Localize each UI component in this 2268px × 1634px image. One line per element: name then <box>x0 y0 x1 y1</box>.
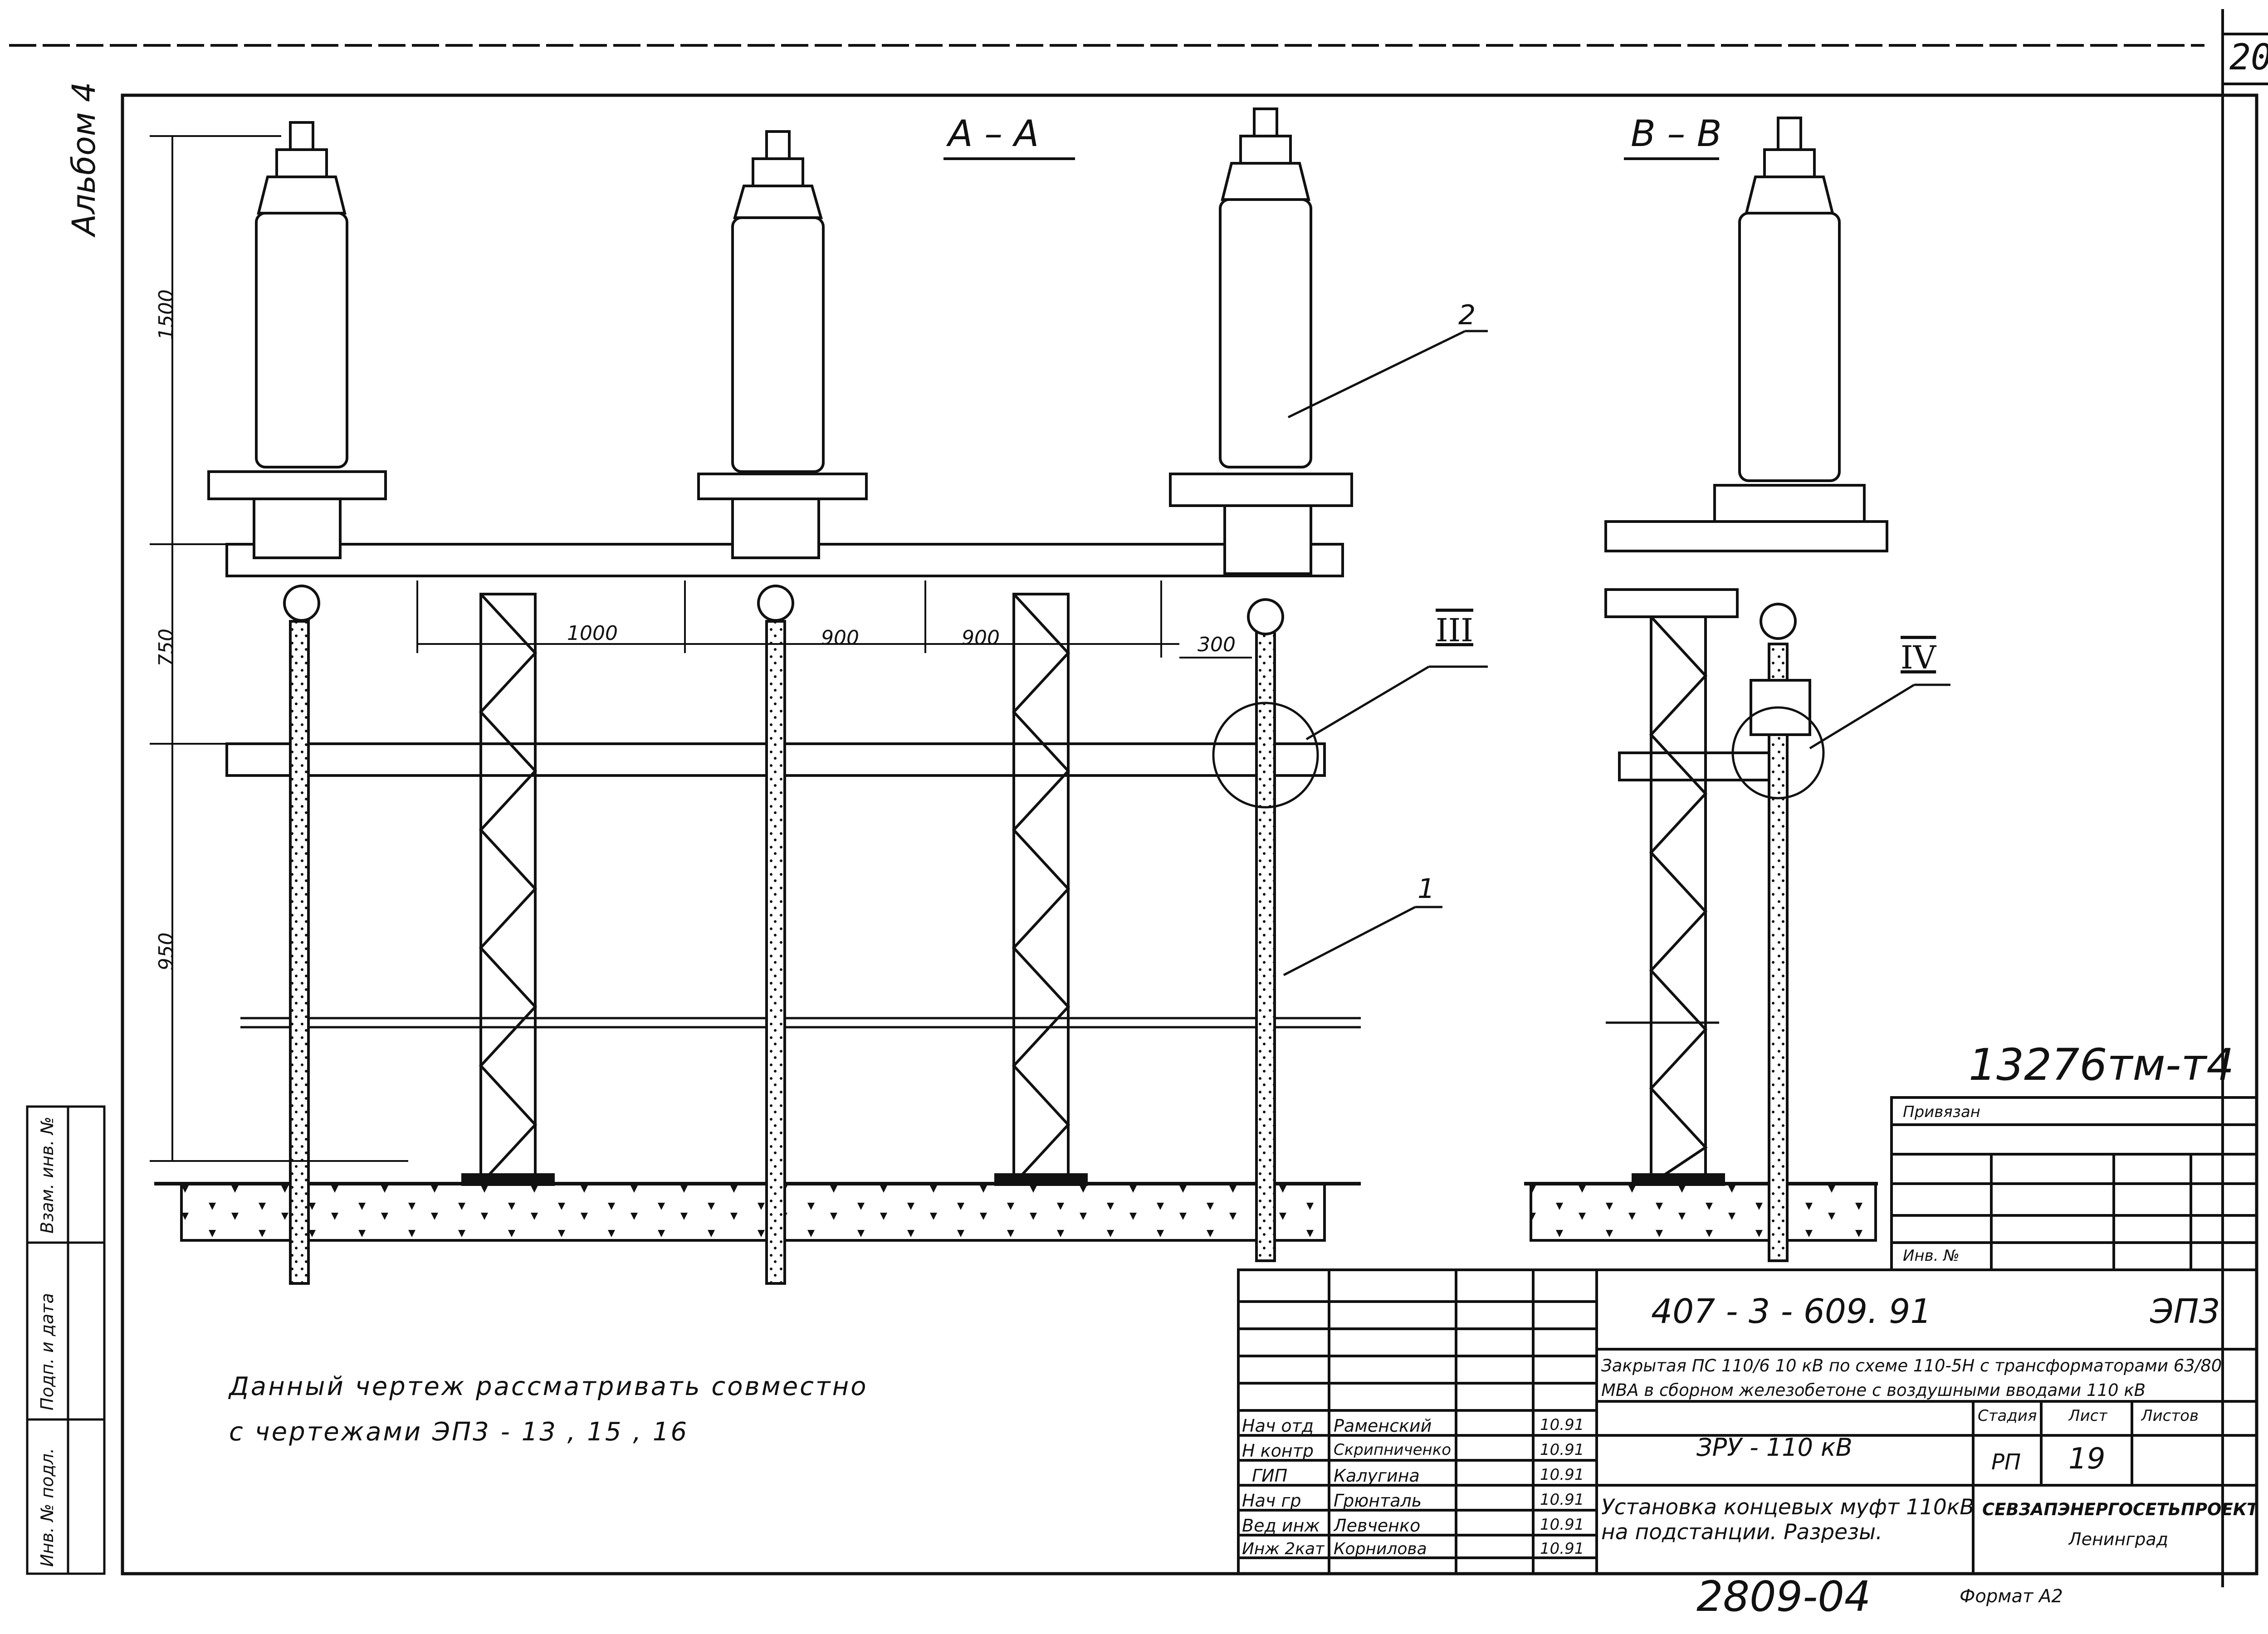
binding-title: Привязан <box>1903 1104 1980 1120</box>
sig-name: Скрипниченко <box>1334 1442 1452 1458</box>
floor-slab <box>154 1182 1878 1242</box>
project-title: Закрытая ПС 110/6 10 кВ по схеме 110-5Н … <box>1601 1356 2222 1400</box>
callout-node-4: IV <box>1901 639 1936 676</box>
object-name: ЗРУ - 110 кВ <box>1696 1435 1853 1460</box>
sig-role: Нач гр <box>1242 1492 1301 1509</box>
dim-750: 750 <box>155 629 178 667</box>
side-replace-inv: Взам. инв. № <box>37 1116 57 1234</box>
steel-beam <box>225 520 1888 1029</box>
dim-900-b: 900 <box>962 626 1000 649</box>
sig-role: ГИП <box>1252 1467 1288 1484</box>
sig-date: 10.91 <box>1540 1517 1584 1532</box>
sig-name: Грюнталь <box>1334 1492 1422 1509</box>
title-block-frame <box>1237 1268 2258 1575</box>
dimension-lines <box>150 135 1252 1162</box>
drawing-title-1: Установка концевых муфт 110кВ <box>1601 1497 1975 1518</box>
binding-inv-label: Инв. № <box>1903 1248 1960 1263</box>
binding-block-frame <box>1890 1096 2258 1271</box>
format-label: Формат А2 <box>1960 1586 2063 1607</box>
sig-name: Раменский <box>1334 1417 1432 1434</box>
side-sign-date: Подп. и дата <box>37 1293 57 1410</box>
sig-date: 10.91 <box>1540 1417 1584 1433</box>
note-line-1: Данный чертеж рассматривать совместно <box>229 1372 868 1401</box>
sig-role: Нач отд <box>1242 1417 1314 1434</box>
dim-900-a: 900 <box>821 626 859 649</box>
sheets-label: Листов <box>2141 1408 2199 1424</box>
bottom-number: 2809-04 <box>1696 1572 1871 1621</box>
doc-code: 407 - 3 - 609. 91 <box>1651 1295 1932 1328</box>
note-line-2: с чертежами ЭП3 - 13 , 15 , 16 <box>229 1417 689 1447</box>
sig-name: Корнилова <box>1334 1541 1427 1557</box>
detail-callouts <box>943 157 1950 976</box>
sig-role: Вед инж <box>1242 1517 1320 1534</box>
callout-1: 1 <box>1418 873 1435 905</box>
stage-value: РП <box>1991 1451 2021 1473</box>
sheet-value: 19 <box>2068 1444 2106 1473</box>
sig-date: 10.91 <box>1540 1492 1584 1507</box>
sig-name: Калугина <box>1334 1467 1420 1484</box>
org-city: Ленинград <box>2068 1531 2168 1548</box>
album-label: Альбом 4 <box>65 82 103 236</box>
dim-1000: 1000 <box>567 622 618 645</box>
cable-termination <box>207 107 1866 736</box>
dim-300: 300 <box>1198 633 1236 656</box>
org-name: СЕВЗАПЭНЕРГОСЕТЬПРОЕКТ <box>1982 1501 2258 1518</box>
sig-role: Н контр <box>1242 1442 1314 1459</box>
dim-950: 950 <box>155 932 178 971</box>
callout-2: 2 <box>1458 299 1476 331</box>
sig-date: 10.91 <box>1540 1442 1584 1458</box>
stage-label: Стадия <box>1978 1408 2037 1424</box>
section-b-title: В – В <box>1631 112 1722 155</box>
callout-node-3: III <box>1436 612 1473 649</box>
section-a-title: А – А <box>948 112 1039 155</box>
lattice-column <box>461 593 1725 1186</box>
sig-role: Инж 2кат <box>1242 1541 1325 1557</box>
sig-date: 10.91 <box>1540 1467 1584 1483</box>
sheet-label: Лист <box>2068 1408 2108 1424</box>
side-inv-orig: Инв. № подл. <box>37 1448 57 1567</box>
inventory-number: 13276тм-т4 <box>1969 1039 2234 1090</box>
drawing-title-2: на подстанции. Разрезы. <box>1601 1522 1883 1543</box>
dim-1500: 1500 <box>155 289 178 340</box>
cable-sleeve <box>289 620 1789 1285</box>
sig-date: 10.91 <box>1540 1541 1584 1556</box>
doc-mark: ЭП3 <box>2150 1295 2220 1328</box>
sheet-number: 20 <box>2229 37 2268 78</box>
side-stamp-frame <box>26 1105 106 1575</box>
sig-name: Левченко <box>1334 1517 1421 1534</box>
